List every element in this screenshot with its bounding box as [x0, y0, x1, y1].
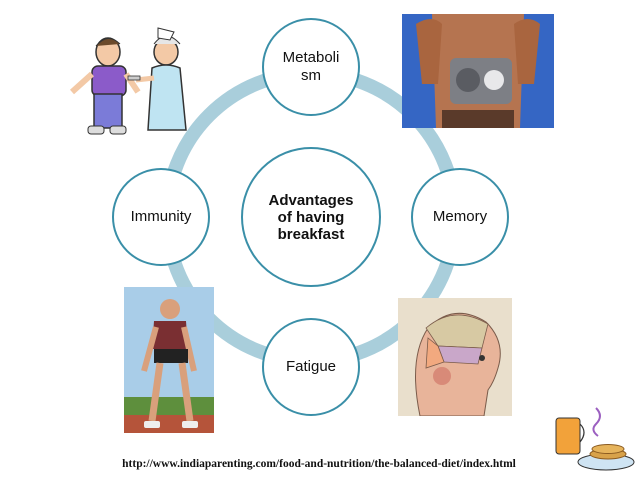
center-label-line-2: of having [277, 208, 345, 226]
node-fatigue-label: Fatigue [285, 358, 337, 375]
node-immunity: Immunity [112, 168, 210, 266]
torso-engine-photo [402, 14, 554, 128]
tired-runner-photo [124, 287, 214, 445]
node-metabolism-line-1: Metaboli [282, 49, 340, 66]
node-memory: Memory [411, 168, 509, 266]
source-url: http://www.indiaparenting.com/food-and-n… [122, 458, 516, 470]
breakfast-icon [548, 402, 636, 476]
nurse-injection-cartoon [58, 18, 198, 146]
node-immunity-label: Immunity [130, 208, 192, 225]
center-label-line-1: Advantages [268, 191, 354, 209]
center-node: Advantages of having breakfast [241, 147, 381, 287]
node-metabolism: Metaboli sm [262, 18, 360, 116]
phrenology-head-illustration [398, 298, 512, 416]
node-memory-label: Memory [432, 208, 488, 225]
node-metabolism-line-2: sm [300, 67, 321, 84]
center-label-line-3: breakfast [277, 225, 345, 243]
node-fatigue: Fatigue [262, 318, 360, 416]
